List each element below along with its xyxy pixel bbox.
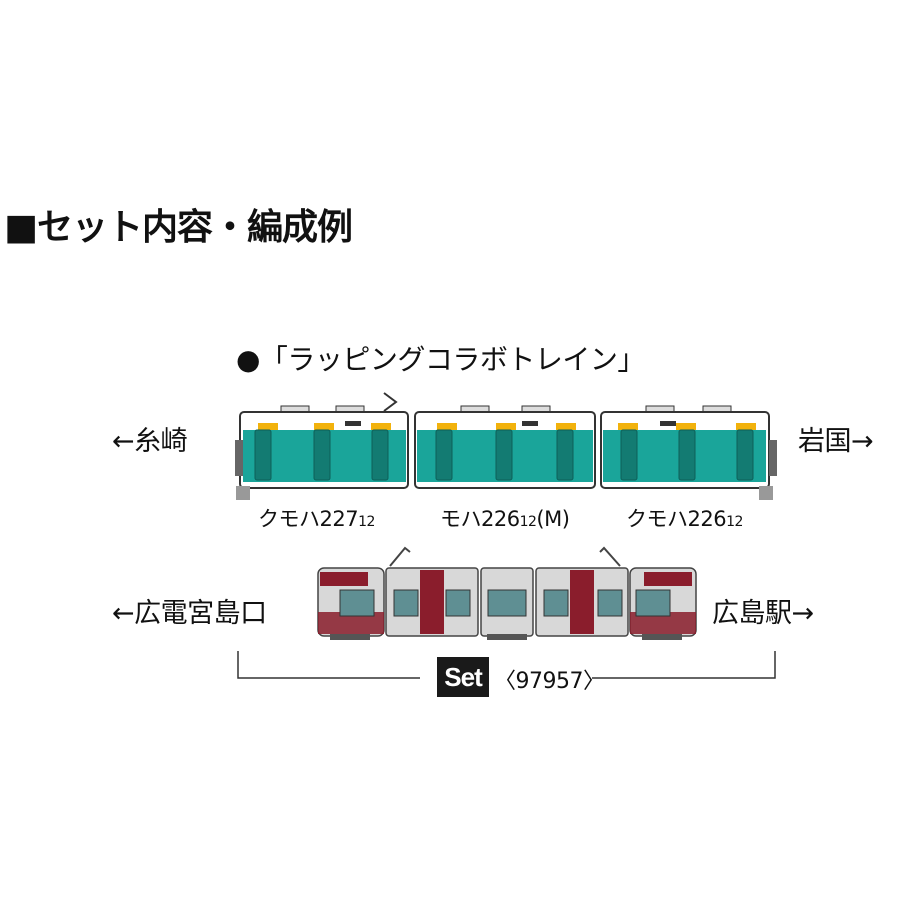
set-code: 〈97957〉 [494, 669, 605, 694]
jr-car-1 [235, 405, 409, 500]
car-label-2: モハ22612(M) [440, 507, 570, 531]
jr-car-3 [600, 405, 777, 500]
car-label-3: クモハ22612 [626, 507, 743, 531]
set-bracket [237, 651, 776, 679]
chevron-marker [383, 392, 398, 412]
jr-car-2 [414, 405, 596, 489]
section-heading: ■セット内容・編成例 [4, 207, 353, 248]
jr-right-direction: 岩国→ [798, 426, 874, 457]
tram-right-direction: 広島駅→ [712, 598, 814, 629]
jr-left-direction: ←糸崎 [112, 426, 188, 457]
tram-left-direction: ←広電宮島口 [112, 598, 267, 629]
set-subtitle: ●「ラッピングコラボトレイン」 [236, 343, 645, 376]
car-label-1: クモハ22712 [258, 507, 375, 531]
set-badge: Set [437, 657, 489, 697]
tram [317, 546, 697, 640]
